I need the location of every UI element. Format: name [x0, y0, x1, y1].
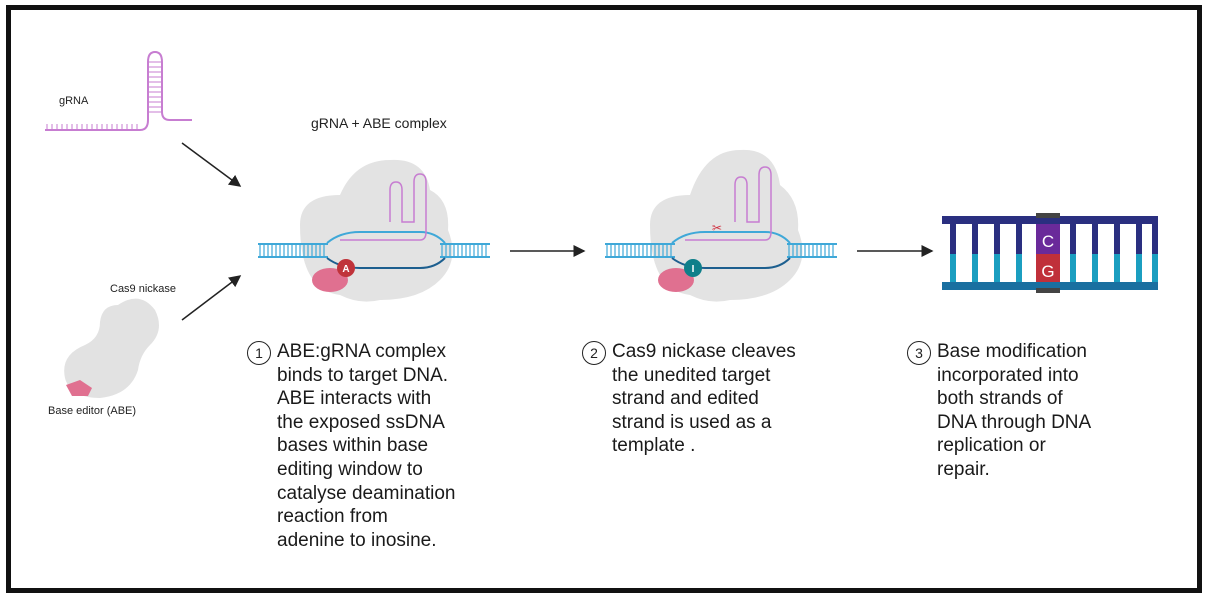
inosine-badge: I [692, 264, 695, 275]
complex-step2: ✂ I [605, 149, 837, 302]
step-3: 3 Base modification incorporated into bo… [907, 340, 1091, 482]
cytosine-base: C [1042, 232, 1054, 251]
step-1: 1 ABE:gRNA complex binds to target DNA. … [247, 340, 456, 552]
edited-dna-ladder: C G [942, 213, 1158, 293]
step-number: 2 [582, 341, 606, 365]
grna-label: gRNA [59, 95, 89, 107]
step-number: 3 [907, 341, 931, 365]
scissors-icon: ✂ [712, 221, 722, 235]
base-editor-label: Base editor (ABE) [48, 405, 137, 417]
complex-label: gRNA + ABE complex [311, 115, 447, 131]
step-text: Base modification incorporated into both… [937, 341, 1092, 480]
grna-illustration [45, 50, 192, 131]
guanine-base: G [1041, 262, 1054, 281]
step-text: Cas9 nickase cleaves the unedited target… [612, 341, 796, 457]
arrow-cas9-to-complex [181, 275, 242, 321]
cas9-label: Cas9 nickase [110, 283, 177, 295]
step-number: 1 [247, 341, 271, 365]
cas9-nickase-illustration [64, 298, 159, 398]
adenine-badge: A [342, 264, 349, 275]
complex-step1: A [258, 159, 490, 302]
figure-frame [6, 5, 1202, 593]
arrow-grna-to-complex [181, 142, 242, 187]
step-text: ABE:gRNA complex binds to target DNA. AB… [277, 341, 456, 551]
step-2: 2 Cas9 nickase cleaves the unedited targ… [582, 340, 796, 458]
